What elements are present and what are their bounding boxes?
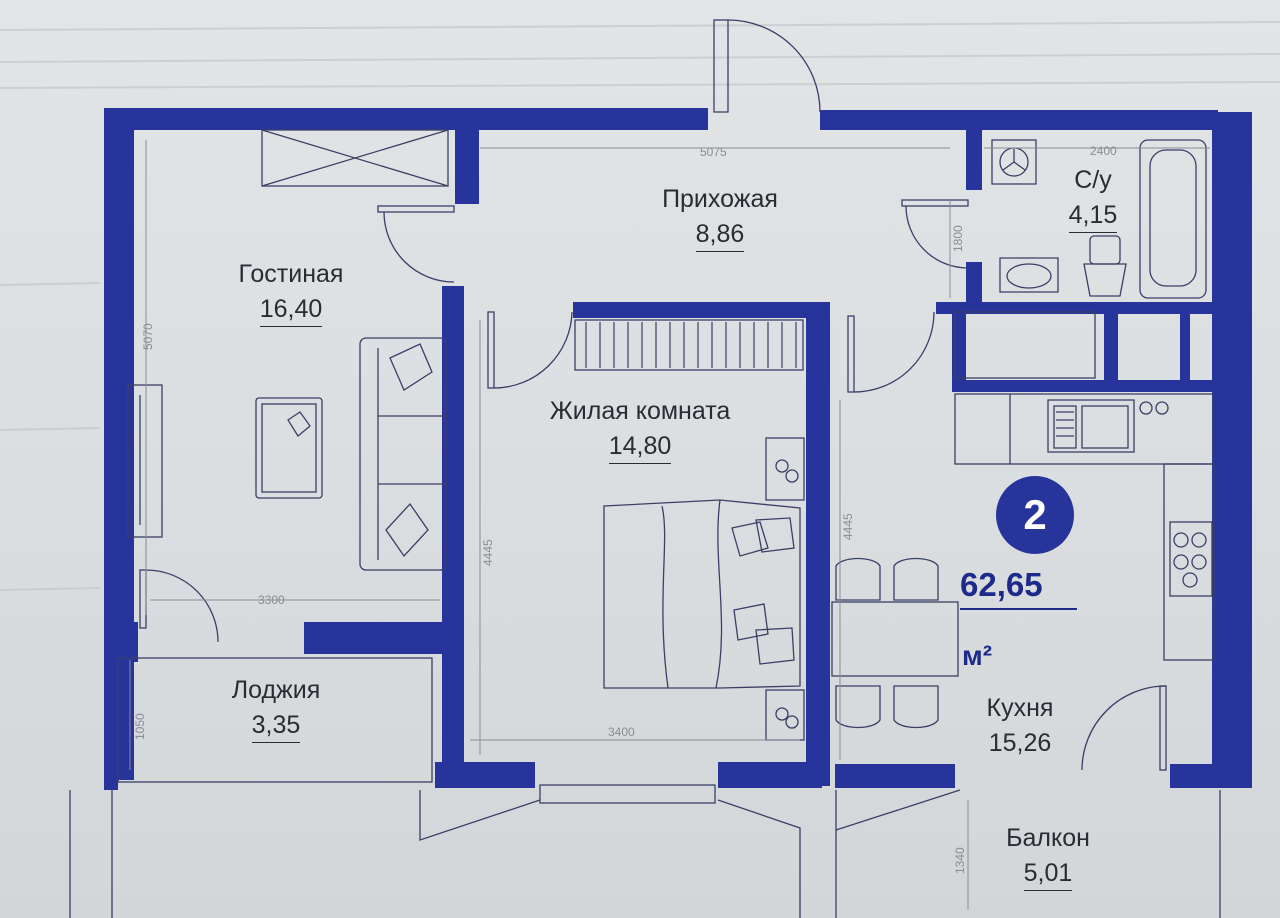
room-label-kitchen: Кухня 15,26 bbox=[950, 696, 1090, 756]
room-area: 4,15 bbox=[1068, 203, 1118, 233]
room-label-bedroom: Жилая комната 14,80 bbox=[500, 399, 780, 464]
dim-label: 2400 bbox=[1090, 144, 1117, 158]
room-area: 5,01 bbox=[1023, 861, 1073, 891]
room-area: 8,86 bbox=[695, 222, 745, 252]
dim-label: 5075 bbox=[700, 145, 727, 159]
dimension-lines bbox=[129, 140, 1210, 910]
living-room-furniture bbox=[255, 337, 447, 571]
background-print-lines bbox=[0, 21, 1280, 591]
dim-label: 1050 bbox=[133, 713, 147, 740]
room-area: 14,80 bbox=[608, 434, 672, 464]
area-unit: м² bbox=[962, 640, 993, 671]
room-name: Прихожая bbox=[662, 185, 778, 213]
balcony-outlines bbox=[69, 657, 1221, 918]
total-area: 62,65 bbox=[960, 566, 1077, 610]
windows bbox=[127, 129, 804, 804]
dim-label: 3400 bbox=[608, 725, 635, 739]
dim-label: 5070 bbox=[141, 323, 155, 350]
dim-label: 4445 bbox=[841, 513, 855, 540]
dim-label: 1340 bbox=[953, 847, 967, 874]
room-name: Балкон bbox=[1006, 824, 1090, 852]
dim-label: 1800 bbox=[951, 225, 965, 252]
room-name: С/у bbox=[1074, 166, 1112, 194]
room-area: 3,35 bbox=[251, 713, 301, 743]
room-area: 15,26 bbox=[988, 729, 1052, 757]
kitchen-furniture bbox=[831, 311, 1215, 729]
dimension-labels: 5075 2400 5070 1800 3300 4445 3400 4445 … bbox=[133, 144, 1117, 874]
room-label-loggia: Лоджия 3,35 bbox=[196, 678, 356, 743]
dim-label: 3300 bbox=[258, 593, 285, 607]
bathroom-fixtures bbox=[991, 139, 1207, 299]
room-label-living: Гостиная 16,40 bbox=[206, 262, 376, 327]
room-label-hallway: Прихожая 8,86 bbox=[620, 187, 820, 252]
apartment-number-badge: 2 bbox=[996, 476, 1074, 554]
dim-label: 4445 bbox=[481, 539, 495, 566]
room-area: 16,40 bbox=[259, 297, 323, 327]
room-label-balcony: Балкон 5,01 bbox=[978, 826, 1118, 891]
room-name: Гостиная bbox=[238, 260, 344, 288]
bedroom-furniture bbox=[603, 437, 805, 741]
room-label-bathroom: С/у 4,15 bbox=[1048, 168, 1138, 233]
doors bbox=[139, 19, 1167, 771]
room-name: Жилая комната bbox=[549, 397, 731, 425]
exterior-walls bbox=[104, 108, 1252, 790]
room-name: Лоджия bbox=[231, 676, 321, 704]
interior-walls bbox=[442, 128, 1212, 786]
room-name: Кухня bbox=[986, 694, 1054, 722]
